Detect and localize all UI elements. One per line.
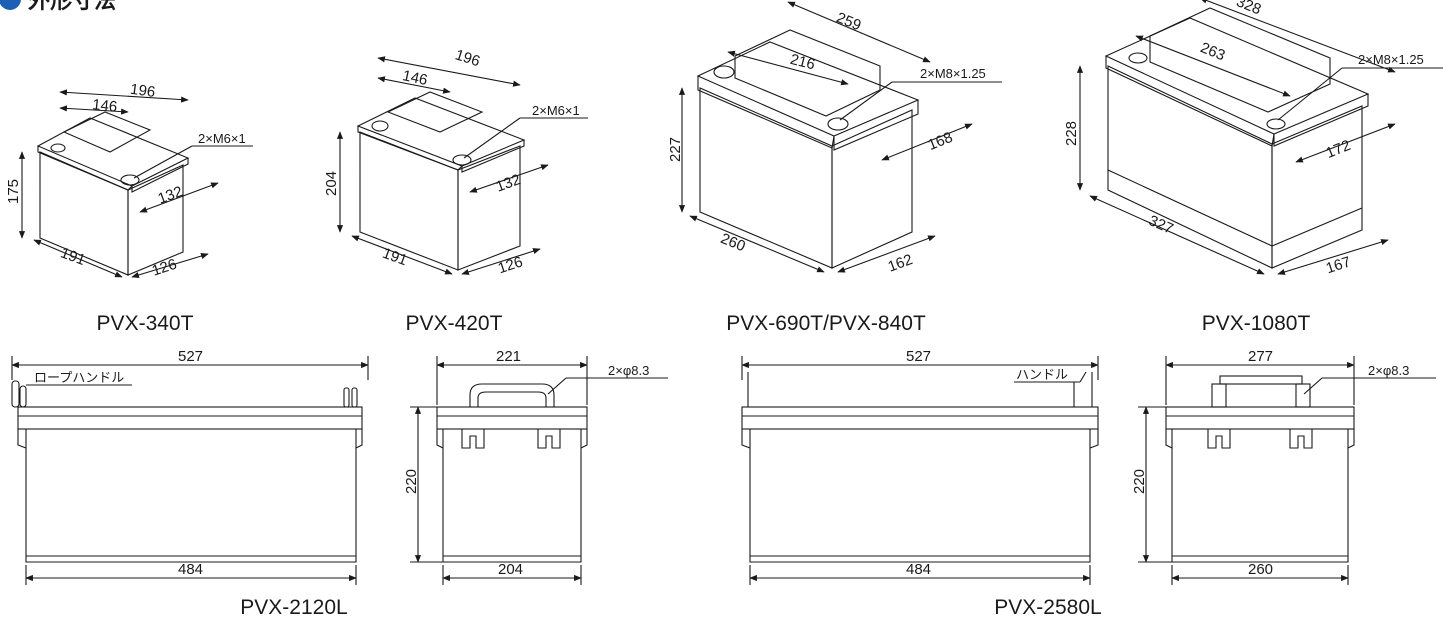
model-label-pvx-420t: PVX-420T	[405, 312, 503, 335]
terminal-icon	[120, 174, 140, 186]
terminal-note: 2×M8×1.25	[1358, 52, 1424, 67]
drawing-pvx-690t-840t	[678, 1, 1002, 273]
dim-width: 126	[496, 253, 525, 277]
dim-height: 228	[1063, 121, 1080, 146]
model-label-pvx-1080t: PVX-1080T	[1201, 312, 1311, 335]
dim-top-width: 277	[1248, 348, 1273, 365]
terminal-icon	[50, 143, 66, 153]
header-graphic: 外形寸法	[0, 0, 116, 13]
dim-width: 162	[886, 251, 915, 276]
dim-bottom-width: 204	[498, 561, 523, 578]
battery-side-face	[127, 164, 184, 276]
dim-bottom-width: 484	[178, 561, 203, 578]
terminal-note: 2×M6×1	[198, 131, 246, 146]
dim-height: 220	[403, 469, 420, 494]
terminal-icon	[1128, 52, 1148, 64]
terminal-icon	[827, 117, 849, 131]
dim-top-diagonal: 196	[453, 46, 482, 70]
battery-handle	[62, 111, 152, 153]
drawing-pvx-2580l-front	[741, 356, 1099, 585]
terminal-icon	[452, 154, 472, 166]
header-title: 外形寸法	[28, 0, 116, 13]
dim-bottom-width: 260	[1248, 561, 1273, 578]
rope-handle-icon	[11, 380, 20, 408]
dim-terminal-gap: 263	[1198, 39, 1228, 64]
dim-top-diagonal: 259	[834, 9, 864, 34]
drawing-pvx-340t	[18, 89, 253, 278]
section-header: 外形寸法	[0, 0, 300, 14]
battery-side-face	[831, 109, 913, 269]
battery-handle	[1149, 7, 1331, 113]
drawing-pvx-2580l-side	[1138, 356, 1436, 585]
battery-lid	[1104, 17, 1370, 135]
dim-height: 175	[5, 179, 22, 204]
handle-icon	[469, 383, 555, 407]
handle-icon	[1219, 375, 1303, 385]
dim-height: 220	[1131, 469, 1148, 494]
dim-top-width: 221	[496, 348, 521, 365]
dim-terminal-side: 132	[156, 183, 185, 208]
dim-terminal-gap: 216	[788, 51, 816, 74]
dim-terminal-gap: 146	[401, 67, 429, 89]
dim-length: 327	[1146, 212, 1176, 238]
dim-bottom-width: 484	[906, 561, 931, 578]
dim-top-diagonal: 328	[1234, 0, 1264, 18]
battery-handle	[386, 91, 484, 133]
dim-length: 191	[58, 244, 87, 269]
header-bullet-icon	[0, 0, 21, 10]
hole-note: 2×φ8.3	[1368, 363, 1409, 378]
dim-top-width: 527	[178, 348, 203, 365]
dim-length: 191	[380, 245, 409, 270]
battery-front-face	[1107, 65, 1273, 269]
model-label-pvx-690t-840t: PVX-690T/PVX-840T	[726, 312, 926, 335]
dim-top-width: 527	[906, 348, 931, 365]
handle-note: ハンドル	[1016, 367, 1068, 382]
dim-terminal-gap: 146	[91, 96, 118, 116]
dim-top-diagonal: 196	[129, 81, 156, 101]
model-label-pvx-2580l: PVX-2580L	[994, 596, 1102, 619]
dim-height: 204	[323, 171, 340, 196]
dim-width: 126	[150, 256, 179, 280]
rope-handle-note: ロープハンドル	[34, 370, 124, 385]
drawing-pvx-2120l-side	[410, 356, 668, 585]
hole-note: 2×φ8.3	[608, 363, 649, 378]
battery-front-face	[359, 131, 459, 271]
drawing-pvx-2120l-front	[11, 356, 369, 585]
dim-terminal-side: 172	[1324, 137, 1354, 162]
drawing-pvx-420t	[336, 56, 588, 275]
model-label-pvx-340t: PVX-340T	[96, 312, 194, 335]
terminal-icon	[371, 120, 389, 132]
terminal-icon	[713, 65, 735, 79]
drawing-pvx-1080t	[1076, 0, 1443, 275]
dim-width: 167	[1324, 253, 1353, 277]
battery-side-face	[457, 145, 521, 271]
terminal-note: 2×M8×1.25	[920, 66, 986, 81]
model-label-pvx-2120l: PVX-2120L	[240, 596, 348, 619]
terminal-icon	[1266, 118, 1286, 130]
dim-height: 227	[667, 137, 684, 162]
dim-length: 260	[718, 230, 748, 255]
battery-side-face	[1271, 105, 1363, 269]
terminal-note: 2×M6×1	[532, 103, 580, 118]
